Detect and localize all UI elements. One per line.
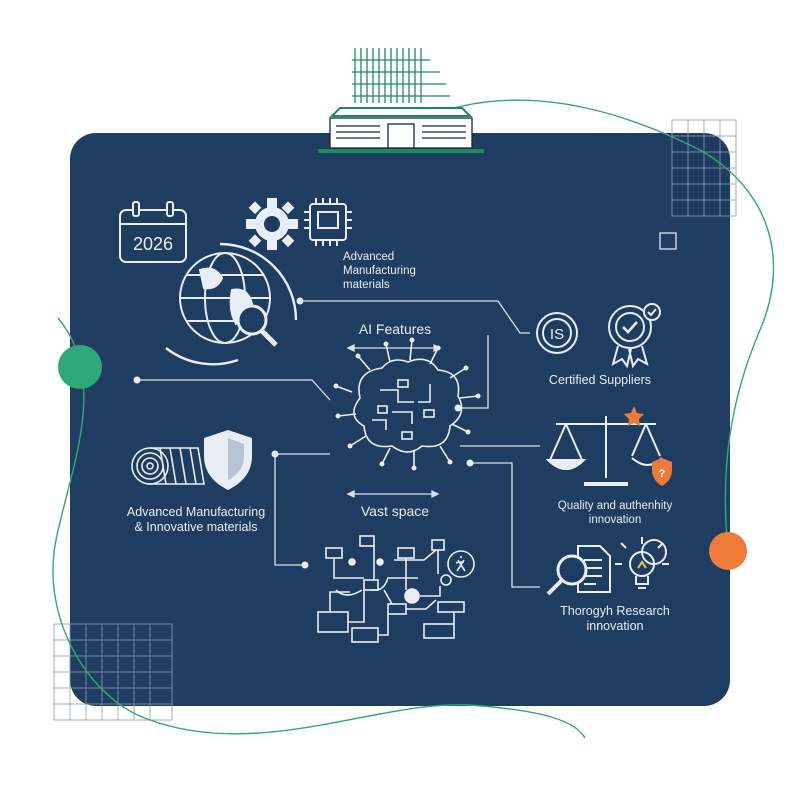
calendar-year: 2026	[133, 234, 173, 254]
chip-icon	[304, 198, 352, 246]
ai-brain-nodes	[333, 337, 481, 471]
is-certification-badge-icon	[536, 312, 578, 354]
diagram-card	[70, 133, 730, 706]
ai-features-label: AI Features	[358, 321, 432, 337]
question-shield-icon: ?	[652, 458, 672, 486]
small-square-decoration	[659, 232, 677, 250]
certified-suppliers-label: Certified Suppliers	[548, 373, 652, 387]
material-roll-icon	[131, 447, 205, 485]
globe-magnifier-icon	[165, 242, 298, 366]
svg-text:?: ?	[659, 468, 666, 480]
quality-authenticity-label-line2: innovation	[588, 514, 642, 526]
process-flowchart-icon	[317, 535, 475, 643]
quality-authenticity-label-line1: Quality and authenhity	[557, 500, 673, 512]
lightbulb-icon	[615, 537, 669, 589]
shield-icon	[204, 430, 252, 490]
building-icon	[318, 48, 484, 153]
balance-scale-icon	[545, 416, 663, 486]
award-badge-icon	[608, 303, 661, 369]
research-label-line2: innovation	[586, 619, 644, 633]
research-document-icon	[546, 545, 611, 596]
connector-dots	[133, 297, 474, 569]
connector-lines	[137, 300, 540, 588]
star-icon	[624, 406, 644, 426]
green-curve-decoration	[52, 99, 775, 739]
advanced-materials-label: Advanced Manufacturing materials	[343, 251, 416, 291]
research-label-line1: Thorogyh Research	[560, 604, 670, 618]
green-dot-accent	[58, 345, 102, 389]
grid-decoration-bottom-left	[53, 623, 173, 721]
advanced-innovative-label-line2: & Innovative materials	[134, 520, 258, 534]
certification-badge-text: IS	[550, 326, 564, 343]
gear-icon	[246, 198, 298, 250]
advanced-innovative-label-line1: Advanced Manufacturing	[126, 505, 266, 519]
calendar-icon	[119, 201, 187, 263]
ai-brain-icon	[335, 339, 479, 468]
orange-dot-accent	[709, 532, 747, 570]
vast-space-label: Vast space	[360, 503, 430, 519]
